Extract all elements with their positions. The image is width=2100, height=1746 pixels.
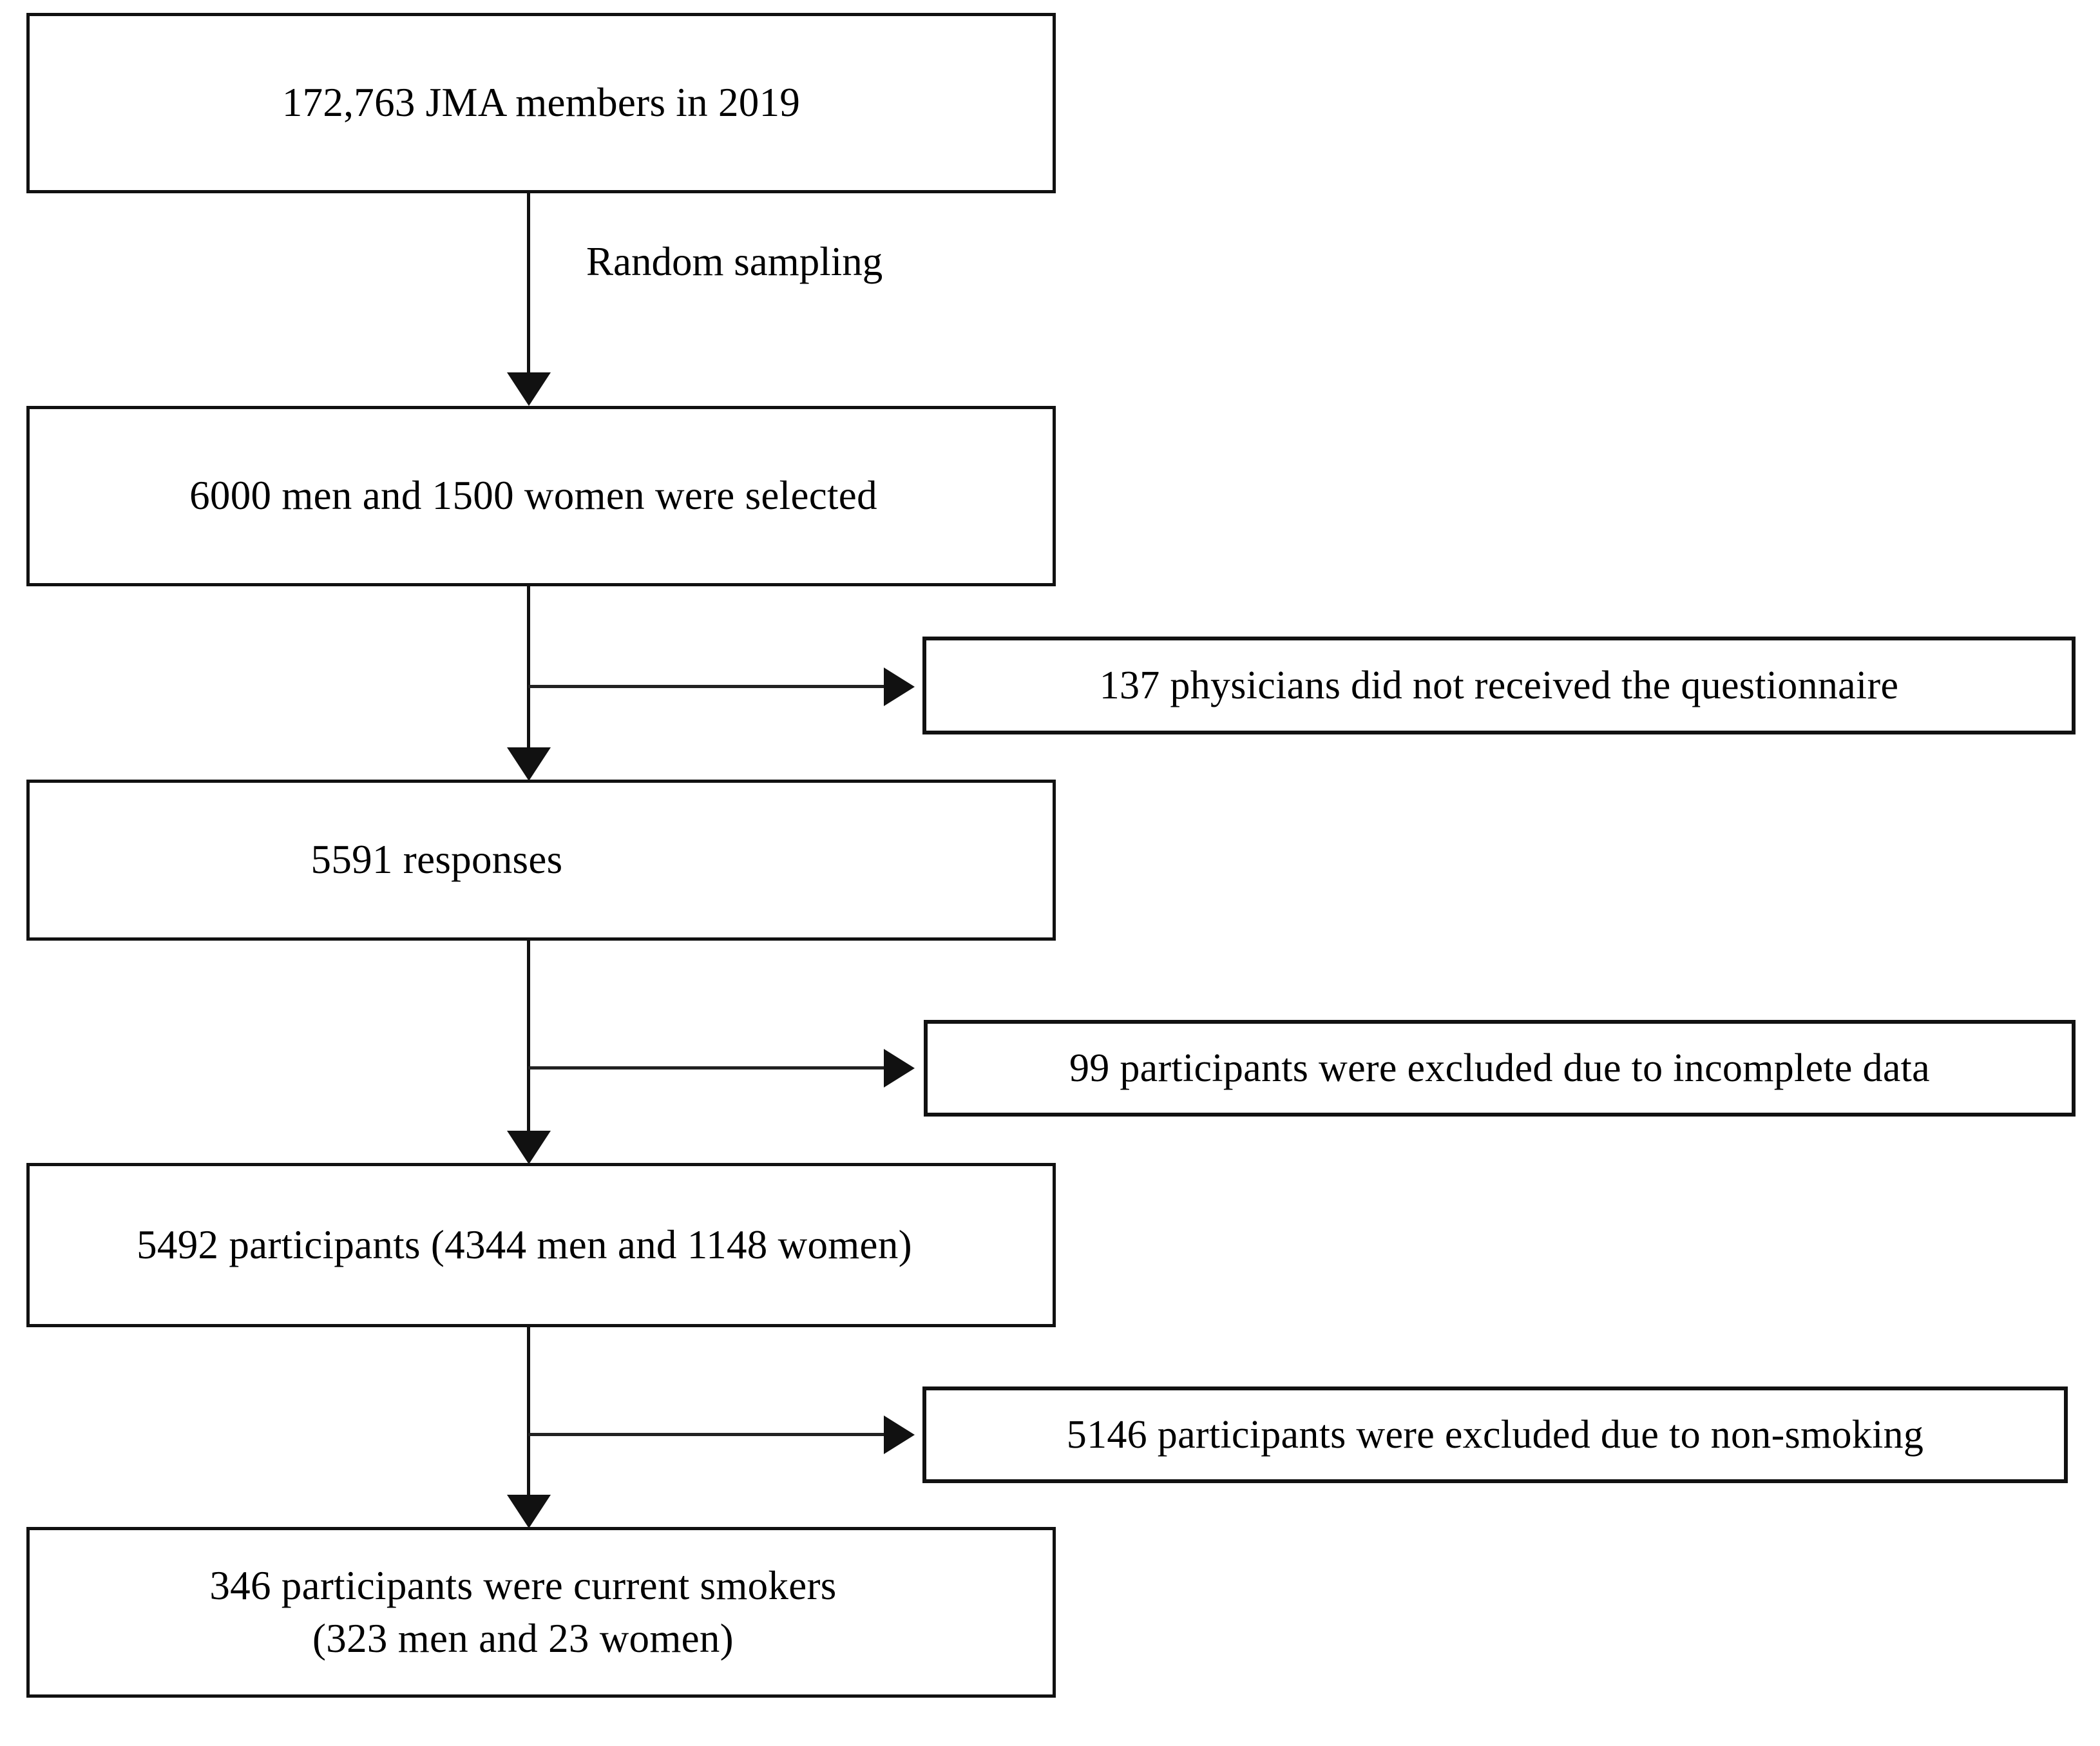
arrow-down-icon-1 <box>507 372 551 406</box>
flow-box-current-smokers-label: 346 participants were current smokers (3… <box>209 1562 837 1661</box>
exclusion-box-no-questionnaire: 137 physicians did not received the ques… <box>922 637 2076 734</box>
connector-line-2 <box>527 586 530 749</box>
flow-box-jma-members-label: 172,763 JMA members in 2019 <box>282 80 801 126</box>
flow-box-selected-label: 6000 men and 1500 women were selected <box>189 473 877 519</box>
flow-box-jma-members: 172,763 JMA members in 2019 <box>26 13 1056 193</box>
exclusion-box-non-smoking: 5146 participants were excluded due to n… <box>922 1386 2068 1483</box>
branch-line-2 <box>528 1066 884 1070</box>
exclusion-box-no-questionnaire-label: 137 physicians did not received the ques… <box>1099 663 1899 707</box>
flow-box-participants: 5492 participants (4344 men and 1148 wom… <box>26 1163 1056 1327</box>
flow-box-current-smokers: 346 participants were current smokers (3… <box>26 1527 1056 1698</box>
flow-box-responses-label: 5591 responses <box>310 837 563 883</box>
flow-box-participants-label: 5492 participants (4344 men and 1148 wom… <box>137 1222 912 1267</box>
arrow-right-icon-3 <box>884 1415 915 1454</box>
arrow-right-icon-1 <box>884 667 915 706</box>
edge-label-random-sampling: Random sampling <box>586 239 883 284</box>
exclusion-box-incomplete-data: 99 participants were excluded due to inc… <box>924 1020 2076 1117</box>
arrow-right-icon-2 <box>884 1049 915 1088</box>
exclusion-box-incomplete-data-label: 99 participants were excluded due to inc… <box>1069 1046 1931 1090</box>
flow-box-selected: 6000 men and 1500 women were selected <box>26 406 1056 586</box>
exclusion-box-non-smoking-label: 5146 participants were excluded due to n… <box>1066 1412 1924 1457</box>
arrow-down-icon-4 <box>507 1495 551 1528</box>
arrow-down-icon-3 <box>507 1131 551 1164</box>
flow-box-responses: 5591 responses <box>26 780 1056 941</box>
branch-line-1 <box>528 685 884 688</box>
connector-line-4 <box>527 1327 530 1497</box>
branch-line-3 <box>528 1433 884 1436</box>
connector-line-3 <box>527 941 530 1133</box>
arrow-down-icon-2 <box>507 747 551 781</box>
connector-line-1 <box>527 193 530 374</box>
